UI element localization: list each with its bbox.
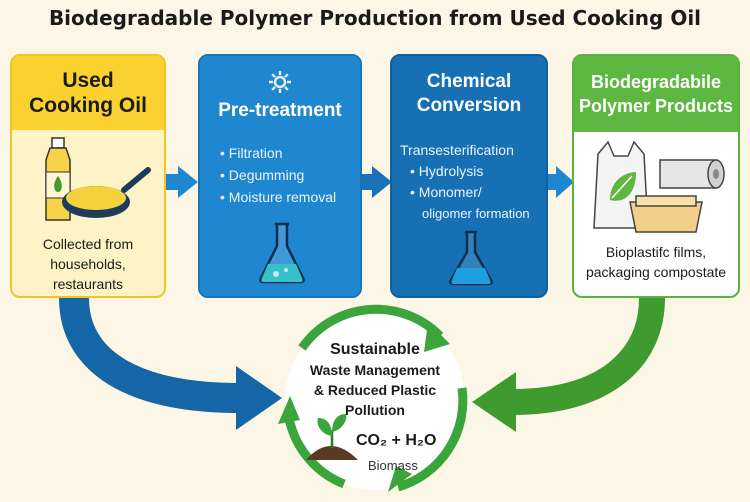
flask-icon xyxy=(449,230,493,286)
curved-arrow-left-icon xyxy=(59,297,241,413)
step-title-line: Polymer Products xyxy=(578,96,734,116)
soil-icon xyxy=(306,446,358,460)
bullet-item: • Hydrolysis xyxy=(410,163,484,179)
step-description: Bioplastifc films, packaging compostate xyxy=(574,242,738,282)
connector-arrow-3 xyxy=(548,166,574,198)
step-title: Chemical Conversion xyxy=(392,70,546,118)
step-title-line: Biodegradabile xyxy=(590,72,722,92)
center-message: Sustainable Waste Management & Reduced P… xyxy=(300,340,450,420)
bullet-item: • Filtration xyxy=(220,145,283,161)
oil-illustration xyxy=(45,137,151,221)
step-description-line: Bioplastifc films, xyxy=(605,244,707,260)
step-description-line: Collected from xyxy=(42,236,134,252)
gear-icon xyxy=(269,71,291,93)
frying-pan-icon xyxy=(62,167,151,218)
step-title-line: Chemical xyxy=(426,71,512,92)
step-chemical-conversion: Chemical Conversion Transesterification … xyxy=(390,54,548,298)
page-title: Biodegradable Polymer Production from Us… xyxy=(48,6,702,30)
bullet-item: oligomer formation xyxy=(422,206,530,221)
step-description-line: restaurants xyxy=(52,276,124,292)
step-header xyxy=(574,56,738,132)
step-bullets: Transesterification • Hydrolysis • Monom… xyxy=(400,140,530,224)
center-line: & Reduced Plastic xyxy=(313,382,437,398)
step-title: Pre-treatment xyxy=(218,100,342,121)
step-title: Biodegradabile Polymer Products xyxy=(574,70,738,118)
step-title-line: Used xyxy=(62,69,114,92)
leaf-icon xyxy=(610,172,636,201)
sprout-icon xyxy=(317,414,347,448)
curved-arrow-right-head xyxy=(472,372,516,432)
center-line: Pollution xyxy=(345,402,405,418)
co2-h2o-label: CO₂ + H₂O xyxy=(356,432,437,449)
curved-arrow-right-icon xyxy=(511,297,665,415)
center-line: Waste Management xyxy=(309,362,441,378)
film-roll-icon xyxy=(659,159,725,189)
bullet-item: Transesterification xyxy=(400,142,514,158)
step-used-cooking-oil: Used Cooking Oil Collected from househol… xyxy=(10,54,166,298)
products-illustration xyxy=(593,140,725,233)
food-container-icon xyxy=(629,195,703,233)
bullet-item: • Degumming xyxy=(220,167,305,183)
bullet-item: • Moisture removal xyxy=(220,189,337,205)
biomass-label: Biomass xyxy=(368,458,418,473)
step-header xyxy=(12,56,164,130)
flask-icon xyxy=(259,222,305,284)
step-title: Used Cooking Oil xyxy=(12,68,164,118)
center-line: Sustainable xyxy=(330,341,420,358)
connector-arrow-1 xyxy=(166,166,198,198)
connector-arrow-2 xyxy=(360,166,392,198)
step-description: Collected from households, restaurants xyxy=(12,234,164,294)
bullet-item: • Monomer/ xyxy=(410,184,482,200)
step-description-line: households, xyxy=(50,256,126,272)
step-polymer-products: Biodegradabile Polymer Products Bioplast… xyxy=(572,54,740,298)
step-bullets: • Filtration • Degumming • Moisture remo… xyxy=(220,142,336,208)
step-title-line: Cooking Oil xyxy=(29,94,147,117)
step-description-line: packaging compostate xyxy=(585,264,727,280)
step-title-line: Conversion xyxy=(416,95,522,116)
step-pre-treatment: Pre-treatment • Filtration • Degumming •… xyxy=(198,54,362,298)
curved-arrow-left-head xyxy=(236,366,282,430)
